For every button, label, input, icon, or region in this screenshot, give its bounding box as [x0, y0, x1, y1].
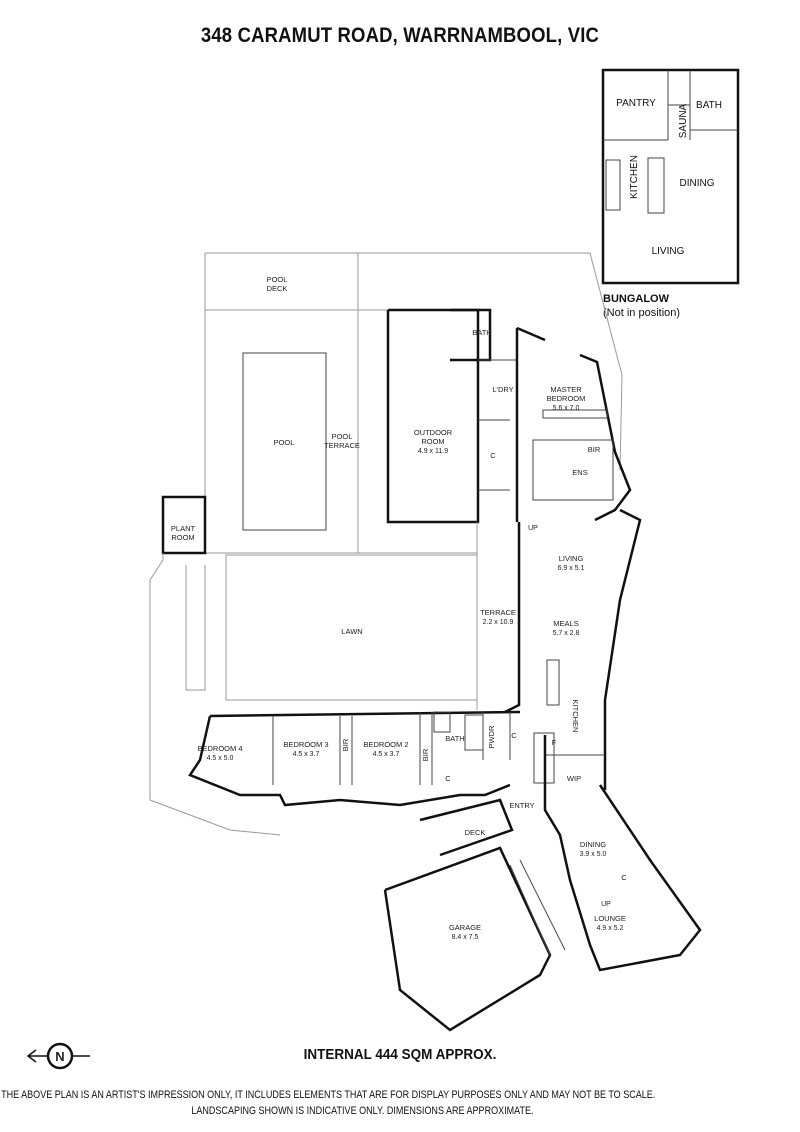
up-label-2: UP [601, 901, 611, 908]
bungalow-sauna-label: SAUNA [678, 103, 689, 138]
ensuite-outline [532, 439, 614, 501]
terrace-label: TERRACE [480, 608, 516, 617]
bedroom3-label: BEDROOM 3 [283, 740, 328, 749]
compass-north-letter: N [55, 1049, 64, 1064]
plant-room-label-1: PLANT [171, 524, 196, 533]
page-title: 348 CARAMUT ROAD, WARRNAMBOOL, VIC [200, 24, 600, 47]
master-bedroom-size: 5.6 x 7.0 [553, 405, 580, 412]
pool-label: POOL [274, 438, 295, 447]
deck-label: DECK [465, 828, 486, 837]
pwdr-label: PWDR [487, 725, 496, 748]
bungalow-subtitle: (Not in position) [603, 307, 681, 319]
upper-bath-label: BATH [472, 328, 491, 337]
dining-size: 3.9 x 5.0 [580, 851, 607, 858]
north-compass: N [26, 1042, 90, 1070]
terrace-size: 2.2 x 10.9 [483, 619, 514, 626]
lawn-label: LAWN [341, 627, 362, 636]
house-walls [188, 308, 702, 1032]
meals-label: MEALS [553, 619, 578, 628]
master-bir-label: BIR [588, 445, 601, 454]
kitchen-label: KITCHEN [571, 700, 580, 733]
up-label-1: UP [528, 525, 538, 532]
bungalow-bath-label: BATH [696, 100, 722, 111]
outdoor-room-size: 4.9 x 11.9 [418, 448, 448, 455]
lounge-cupboard-label: C [621, 873, 627, 882]
garage-label: GARAGE [449, 923, 481, 932]
outdoor-room-label-2: ROOM [421, 437, 444, 446]
upper-cupboard-label: C [490, 451, 496, 460]
bedroom4-label: BEDROOM 4 [197, 744, 242, 753]
ensuite-label: ENS [572, 468, 587, 477]
bungalow-title: BUNGALOW [603, 293, 669, 305]
bungalow-walls [601, 68, 740, 285]
disclaimer-line-1: THE ABOVE PLAN IS AN ARTIST'S IMPRESSION… [1, 1089, 656, 1101]
bungalow-dining-label: DINING [680, 178, 715, 189]
bungalow-kitchen-label: KITCHEN [629, 155, 640, 199]
pool-terrace-label-2: TERRACE [324, 441, 360, 450]
cupboard-a-label: C [511, 731, 517, 740]
site-outline [149, 252, 623, 836]
bungalow-plan: PANTRY SAUNA BATH KITCHEN DINING LIVING [601, 68, 740, 285]
dining-label: DINING [580, 840, 606, 849]
pool-deck-label-2: DECK [267, 284, 288, 293]
garage-size: 8.4 x 7.5 [452, 934, 479, 941]
bungalow-living-label: LIVING [652, 246, 685, 257]
living-size: 6.9 x 5.1 [558, 565, 585, 572]
cupboard-b-label: C [445, 774, 451, 783]
wip-label: WIP [567, 774, 581, 783]
arrow-left-icon [26, 1049, 37, 1063]
outdoor-room-label-1: OUTDOOR [414, 428, 453, 437]
meals-size: 5.7 x 2.8 [553, 630, 580, 637]
lounge-size: 4.9 x 5.2 [597, 925, 624, 932]
bedroom2-size: 4.5 x 3.7 [373, 751, 400, 758]
laundry-label: L'DRY [492, 385, 513, 394]
disclaimer-line-2: LANDSCAPING SHOWN IS INDICATIVE ONLY. DI… [191, 1105, 534, 1117]
pool-deck-label-1: POOL [267, 275, 288, 284]
bedroom2-label: BEDROOM 2 [363, 740, 408, 749]
plant-room-label-2: ROOM [171, 533, 194, 542]
bir2-label: BIR [421, 748, 430, 761]
bedroom4-size: 4.5 x 5.0 [207, 755, 234, 762]
pool-outline [242, 352, 327, 531]
plant-room-walls [161, 495, 207, 555]
bath-label: BATH [445, 734, 464, 743]
fridge-label: F [552, 738, 557, 747]
bungalow-caption: BUNGALOW (Not in position) [603, 292, 680, 320]
bir3-label: BIR [341, 738, 350, 751]
master-bedroom-label-1: MASTER [550, 385, 582, 394]
living-label: LIVING [559, 554, 584, 563]
entry-label: ENTRY [509, 801, 534, 810]
pool-terrace-label-1: POOL [332, 432, 353, 441]
master-bedroom-label-2: BEDROOM [547, 394, 586, 403]
lounge-label: LOUNGE [594, 914, 626, 923]
bedroom3-size: 4.5 x 3.7 [293, 751, 320, 758]
bungalow-pantry-label: PANTRY [616, 98, 656, 109]
internal-area: INTERNAL 444 SQM APPROX. [303, 1046, 497, 1063]
